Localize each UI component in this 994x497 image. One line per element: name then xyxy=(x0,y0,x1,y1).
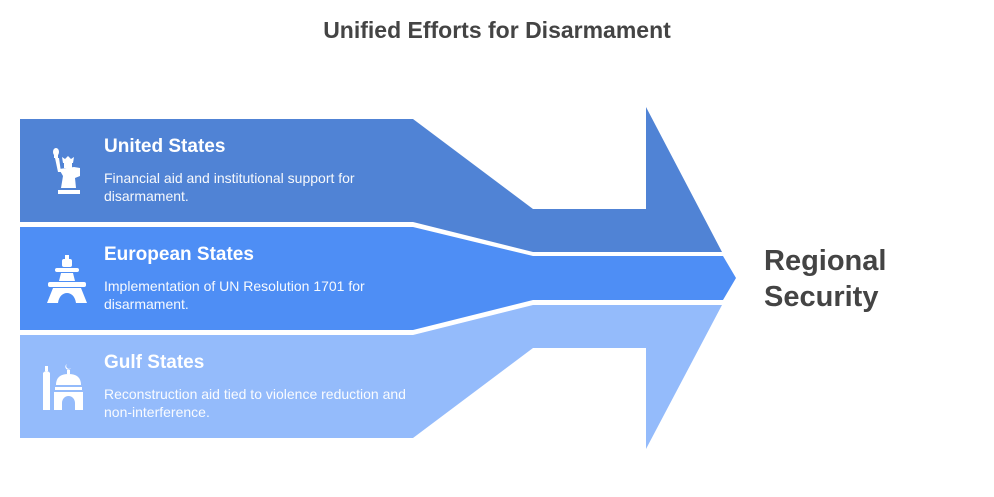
target-label-line1: Regional xyxy=(764,245,887,277)
band-title: United States xyxy=(104,136,226,157)
band-description: Financial aid and institutional support … xyxy=(104,170,355,204)
statue-of-liberty-icon xyxy=(40,143,94,197)
mosque-icon xyxy=(40,361,94,415)
eiffel-tower-icon xyxy=(40,253,94,307)
band-united-states: United States Financial aid and institut… xyxy=(104,136,414,205)
band-european-states: European States Implementation of UN Res… xyxy=(104,244,414,313)
band-gulf-states-shape xyxy=(20,305,722,449)
band-description: Implementation of UN Resolution 1701 for… xyxy=(104,278,365,312)
target-label-line2: Security xyxy=(764,281,879,313)
diagram-title: Unified Efforts for Disarmament xyxy=(323,17,671,43)
band-european-states-shape xyxy=(20,227,736,330)
band-gulf-states: Gulf States Reconstruction aid tied to v… xyxy=(104,352,414,421)
band-title: Gulf States xyxy=(104,352,205,373)
target-label: Regional Security xyxy=(764,243,964,315)
band-title: European States xyxy=(104,244,254,265)
band-united-states-shape xyxy=(20,107,722,252)
band-description: Reconstruction aid tied to violence redu… xyxy=(104,386,406,420)
